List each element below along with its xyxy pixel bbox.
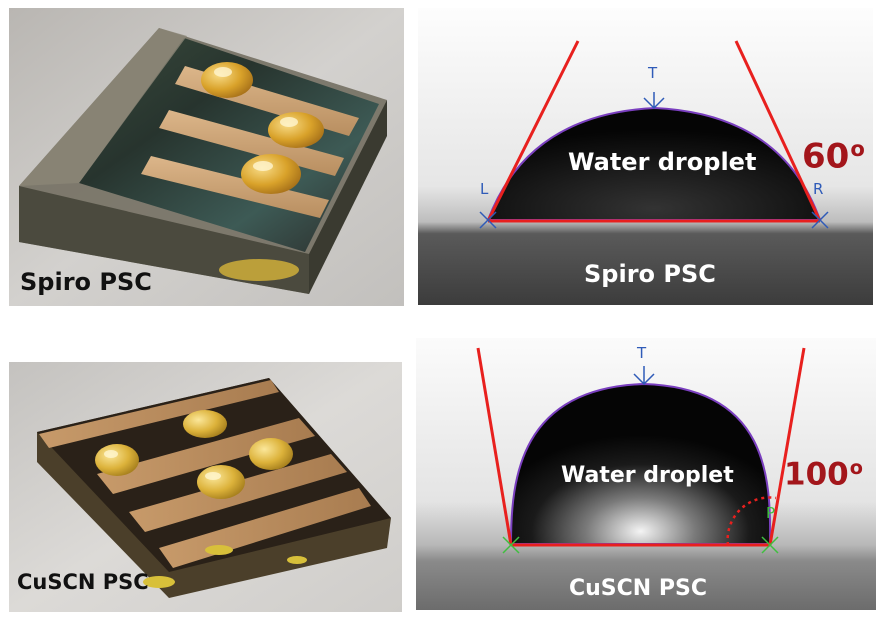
cuscn-contact-angle: 100o (784, 456, 863, 493)
spiro-photo-panel: Spiro PSC (9, 8, 404, 306)
cuscn-droplet-label: Water droplet (561, 463, 734, 488)
cuscn-marker-top: T (637, 344, 647, 362)
spiro-droplet-image (418, 8, 873, 305)
cuscn-contact-angle-panel: T P Water droplet CuSCN PSC 100o (416, 338, 876, 610)
spiro-marker-right: R (813, 180, 824, 198)
spiro-angle-value: 60 (802, 136, 850, 177)
cuscn-photo-panel: CuSCN PSC (9, 362, 402, 612)
cuscn-device-photo (9, 362, 402, 612)
cuscn-angle-unit: o (849, 456, 863, 479)
cuscn-marker-right: P (766, 504, 776, 522)
spiro-device-label: Spiro PSC (584, 260, 716, 288)
cuscn-droplet-image (416, 338, 876, 610)
spiro-device-photo (9, 8, 404, 306)
cuscn-photo-label: CuSCN PSC (17, 570, 149, 594)
cuscn-angle-value: 100 (784, 456, 849, 493)
spiro-contact-angle: 60o (802, 136, 865, 177)
spiro-marker-left: L (480, 180, 489, 198)
cuscn-device-label: CuSCN PSC (569, 576, 707, 601)
spiro-photo-label: Spiro PSC (20, 268, 152, 296)
spiro-contact-angle-panel: T L R Water droplet Spiro PSC 60o (418, 8, 873, 305)
spiro-droplet (486, 106, 822, 221)
spiro-marker-top: T (648, 64, 658, 82)
spiro-angle-unit: o (850, 136, 865, 161)
spiro-droplet-label: Water droplet (568, 148, 757, 176)
